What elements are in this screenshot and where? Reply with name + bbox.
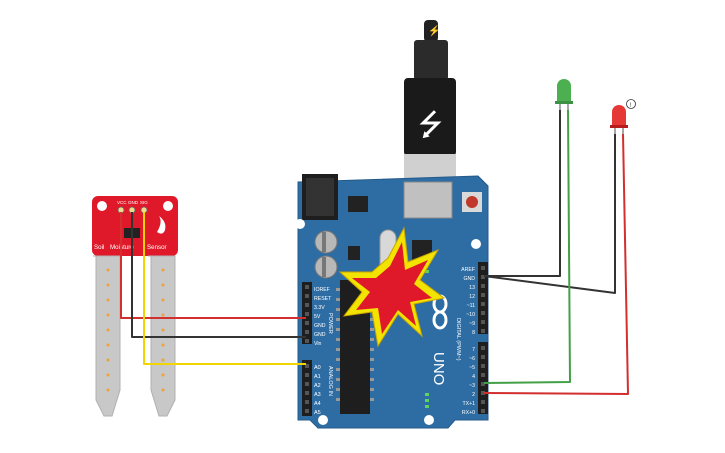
- capacitor-mark: [322, 257, 326, 277]
- pin-label: 8: [472, 330, 475, 336]
- pin-label: AREF: [461, 267, 475, 273]
- analog-header: [302, 360, 312, 416]
- board-logo-text: UNO: [430, 352, 447, 385]
- power-header-labels: IOREF RESET 3.3V 5V GND GND Vin: [314, 287, 332, 347]
- wire-gnd-gnd[interactable]: [131, 212, 306, 338]
- pin-label: ~11: [467, 303, 476, 309]
- pin-label: ~9: [469, 321, 475, 327]
- digital-header-bottom: [478, 342, 488, 414]
- pin-label-vcc: VCC: [117, 200, 127, 205]
- digital-bottom-labels: 7 ~6 ~5 4 ~3 2 TX+1 RX+0: [462, 347, 475, 416]
- sensor-prong-left: [93, 255, 121, 417]
- pin-label: A0: [314, 365, 321, 371]
- digital-header-top-pins[interactable]: [481, 266, 485, 333]
- pin-label: GND: [463, 276, 475, 282]
- pin-label: Vin: [314, 341, 322, 347]
- red-led[interactable]: !: [610, 99, 636, 135]
- wire-red-led-pin2[interactable]: [483, 133, 629, 395]
- wire-green-led-pin3[interactable]: [483, 109, 571, 384]
- board-led: [425, 393, 429, 396]
- pin-label: ~6: [469, 356, 475, 362]
- green-led-body: [557, 79, 571, 102]
- voltage-regulator: [348, 196, 368, 212]
- pin-label: 5V: [314, 314, 321, 320]
- pin-label: 4: [472, 374, 475, 380]
- red-led-body: [612, 105, 626, 126]
- pin-label: RESET: [314, 296, 332, 302]
- board-mount-hole: [295, 219, 305, 229]
- dc-jack-inner: [306, 178, 334, 216]
- explosion-error-icon[interactable]: [338, 226, 446, 348]
- wire-green-led-gnd[interactable]: [484, 110, 561, 277]
- pin-label: IOREF: [314, 287, 330, 293]
- board-mount-hole: [424, 415, 434, 425]
- warning-badge-text: !: [630, 103, 632, 109]
- arduino-uno-board[interactable]: UNO IOREF RESET 3.3V 5V GND GND Vin POWE…: [295, 174, 489, 429]
- sensor-title-2: Moisture: [110, 244, 134, 251]
- pin-label-gnd: GND: [128, 200, 139, 205]
- board-led: [425, 399, 429, 402]
- pin-label: 13: [469, 285, 475, 291]
- pin-label: GND: [314, 323, 326, 329]
- capacitor-mark: [322, 232, 326, 252]
- usb-plug-body: [404, 78, 456, 156]
- board-mount-hole: [318, 415, 328, 425]
- pin-label: A4: [314, 401, 321, 407]
- pin-label: GND: [314, 332, 326, 338]
- digital-top-labels: AREF GND 13 12 ~11 ~10 ~9 8: [461, 267, 475, 336]
- mount-hole: [163, 201, 173, 211]
- usb-icon: ⭍: [418, 109, 443, 142]
- pin-label: ~10: [466, 312, 475, 318]
- mount-hole: [97, 201, 107, 211]
- pin-label: RX+0: [462, 410, 475, 416]
- digital-header-bottom-pins[interactable]: [481, 346, 485, 413]
- power-header-pins[interactable]: [305, 285, 309, 343]
- pin-label: A5: [314, 410, 321, 416]
- usb-socket: [403, 181, 453, 219]
- analog-header-pins[interactable]: [305, 364, 309, 413]
- green-led-rim: [555, 101, 573, 104]
- board-led: [425, 270, 429, 273]
- red-led-rim: [610, 125, 628, 128]
- soil-moisture-sensor[interactable]: VCC GND SIG Soil Moisture Sensor: [92, 196, 178, 417]
- small-chip: [348, 246, 360, 260]
- pin-label: 3.3V: [314, 305, 325, 311]
- pin-label: ~3: [469, 383, 475, 389]
- usb-cable-end: [424, 20, 438, 42]
- prong-contacts: [106, 268, 165, 392]
- digital-title: DIGITAL (PWM~): [455, 318, 461, 361]
- wires[interactable]: [120, 109, 629, 395]
- analog-header-labels: A0 A1 A2 A3 A4 A5: [314, 365, 321, 416]
- flame-logo-icon: [157, 216, 166, 234]
- pin-label: A3: [314, 392, 321, 398]
- usb-cable[interactable]: ⚡ ⭍: [404, 20, 456, 184]
- sensor-board: [92, 196, 178, 256]
- reset-button[interactable]: [466, 196, 478, 208]
- pin-label: TX+1: [462, 401, 475, 407]
- pin-label: A2: [314, 383, 321, 389]
- pin-label: ~5: [469, 365, 475, 371]
- pin-label-sig: SIG: [140, 200, 148, 205]
- sensor-title-1: Soil: [94, 244, 104, 251]
- warning-badge-icon[interactable]: [626, 99, 636, 109]
- green-led[interactable]: [555, 79, 573, 110]
- pin-label: 12: [469, 294, 475, 300]
- pin-label: 2: [472, 392, 475, 398]
- pin-label: A1: [314, 374, 321, 380]
- usb-strain-relief: [414, 40, 448, 80]
- wire-sig-a0[interactable]: [143, 212, 306, 365]
- power-title: POWER: [327, 313, 333, 334]
- wire-vcc-5v[interactable]: [120, 212, 306, 319]
- pin-label: 7: [472, 347, 475, 353]
- sensor-title-3: Sensor: [147, 244, 167, 251]
- lightning-icon: ⚡: [428, 24, 440, 37]
- board-mount-hole: [471, 239, 481, 249]
- wire-red-led-gnd[interactable]: [483, 134, 616, 294]
- analog-title: ANALOG IN: [327, 366, 333, 396]
- board-led: [425, 405, 429, 408]
- digital-header-top: [478, 262, 488, 334]
